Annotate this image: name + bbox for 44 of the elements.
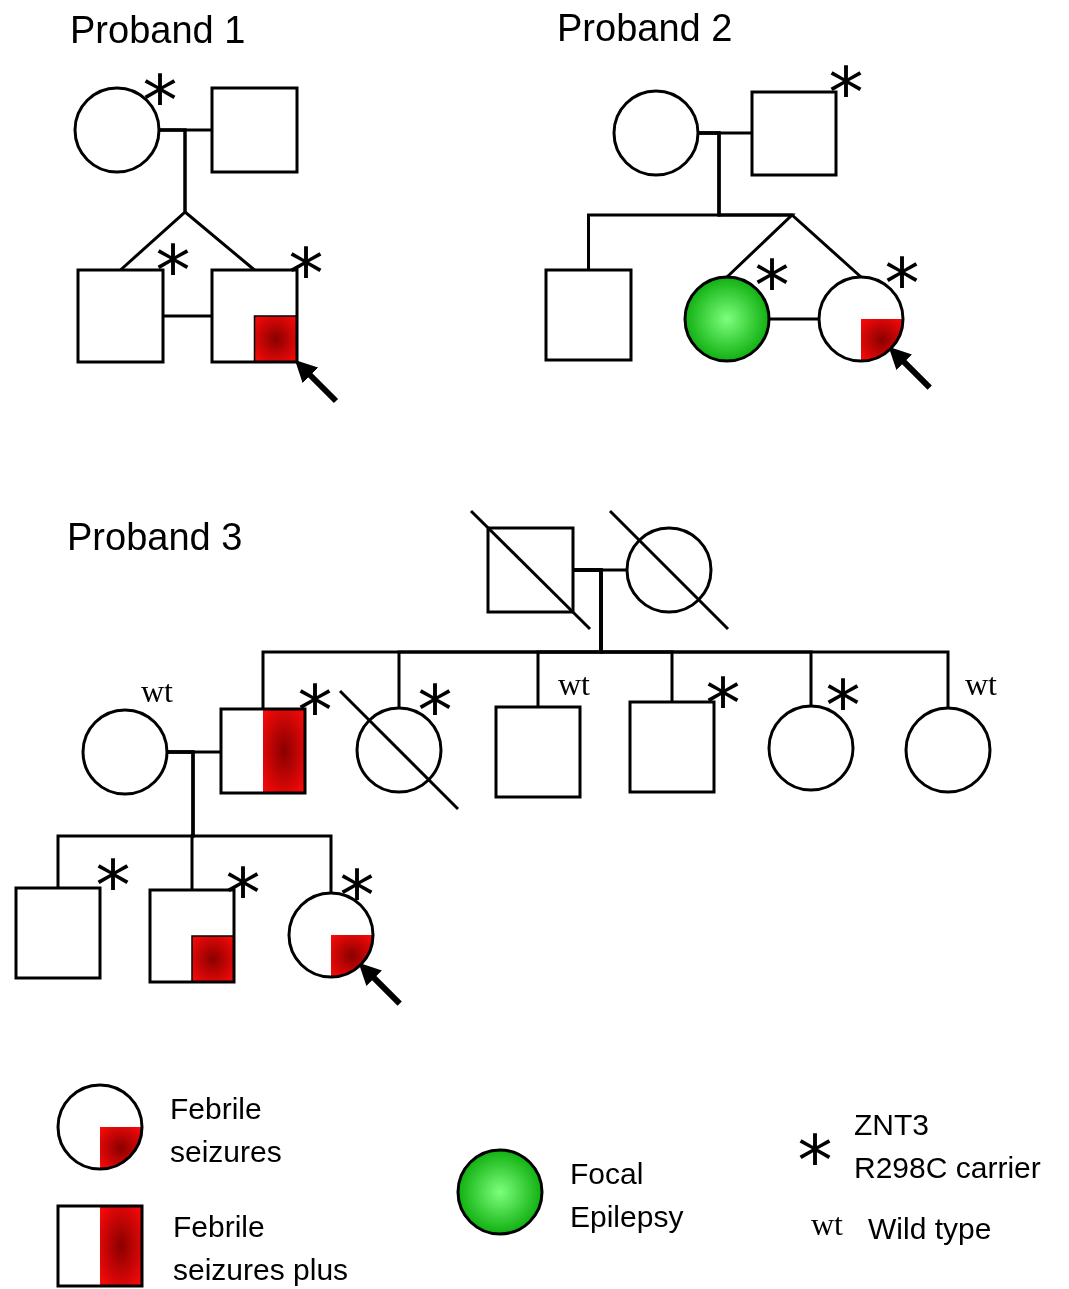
pedigree-square [546,270,631,360]
pedigree-square [488,528,573,612]
genotype-label: wt [965,668,997,700]
pedigree-heading: Proband 3 [67,518,243,556]
pedigree-circle [906,708,990,792]
pedigree-square [212,88,297,172]
genotype-label: wt [141,675,173,707]
asterisk-mark: * [417,682,453,741]
asterisk-mark: * [225,865,261,924]
twin-line [163,314,212,318]
pedigree-circle [83,710,167,794]
proband-arrow [888,346,932,390]
asterisk-mark: * [155,242,191,301]
asterisk-mark: * [797,1132,833,1191]
asterisk-mark: * [288,245,324,304]
pedigree-square [16,888,100,978]
genotype-label: wt [811,1208,843,1240]
proband-arrow [358,962,402,1006]
proband-arrow [294,359,339,404]
asterisk-mark: * [95,857,131,916]
pedigree-heading: Proband 2 [557,9,733,47]
asterisk-mark: * [754,257,790,316]
asterisk-mark: * [142,72,178,131]
asterisk-mark: * [825,677,861,736]
asterisk-mark: * [297,682,333,741]
genotype-label: wt [558,668,590,700]
legend-label: Febrile seizures plus [173,1209,350,1288]
pedigree-circle [614,91,698,175]
legend-label: Focal Epilepsy [570,1156,685,1235]
legend-label: Febrile seizures [170,1091,283,1170]
legend-label: Wild type [868,1211,993,1247]
descent-line [698,131,862,279]
descent-line [159,128,256,272]
asterisk-mark: * [339,867,375,926]
twin-line [769,317,819,321]
descent-line [573,568,950,708]
asterisk-mark: * [828,64,864,123]
pedigree-heading: Proband 1 [70,11,246,49]
asterisk-mark: * [884,255,920,314]
legend-label: ZNT3 R298C carrier [854,1107,1042,1186]
pedigree-square [496,707,580,797]
asterisk-mark: * [705,675,741,734]
pedigree-circle [627,528,711,612]
descent-line [167,750,333,893]
